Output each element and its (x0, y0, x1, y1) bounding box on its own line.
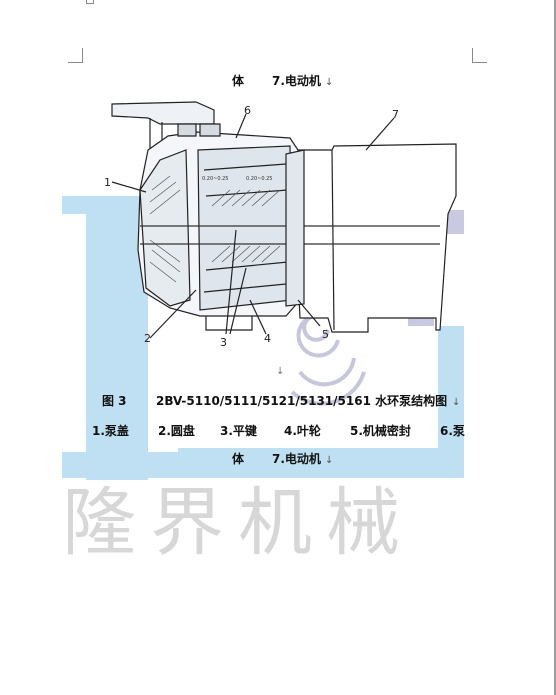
wm-l-base (62, 452, 180, 478)
callout-1: 1 (104, 176, 111, 189)
caption-label: 图 3 (102, 394, 127, 408)
legend-mark: ↓ (325, 455, 334, 466)
callout-2: 2 (144, 332, 151, 345)
header-part: 体 (232, 74, 245, 88)
legend-item-4: 4.叶轮 (284, 424, 321, 438)
legend-item-2: 2.圆盘 (158, 424, 195, 438)
caption-mark: ↓ (452, 397, 461, 408)
legend-item-6: 6.泵 (440, 424, 465, 438)
callout-7: 7 (392, 108, 399, 121)
legend-item-3: 3.平键 (220, 424, 257, 438)
legend-item-5: 5.机械密封 (350, 424, 411, 438)
paragraph-mark: ↓ (276, 366, 285, 377)
legend-item-7: 7.电动机 (272, 452, 321, 466)
header-mark: ↓ (325, 77, 334, 88)
legend-item-1: 1.泵盖 (92, 424, 129, 438)
page-edge (554, 0, 556, 695)
caption-title: 2BV-5110/5111/5121/5131/5161 水环泵结构图 (156, 394, 448, 408)
header-item: 7.电动机 (272, 74, 321, 88)
callout-5: 5 (322, 328, 329, 341)
header-marker (86, 0, 94, 4)
callout-4: 4 (264, 332, 271, 345)
dim-note-2: 0.20~0.25 (246, 176, 272, 182)
legend-continuation: 体 (232, 452, 245, 466)
callout-6: 6 (244, 104, 251, 117)
wm-j-base (178, 448, 464, 478)
margin-corner-top-left (68, 48, 83, 63)
margin-corner-top-right (472, 48, 487, 63)
callout-3: 3 (220, 336, 227, 349)
dim-note-1: 0.20~0.25 (202, 176, 228, 182)
watermark-text: 隆界机械 (62, 480, 414, 566)
